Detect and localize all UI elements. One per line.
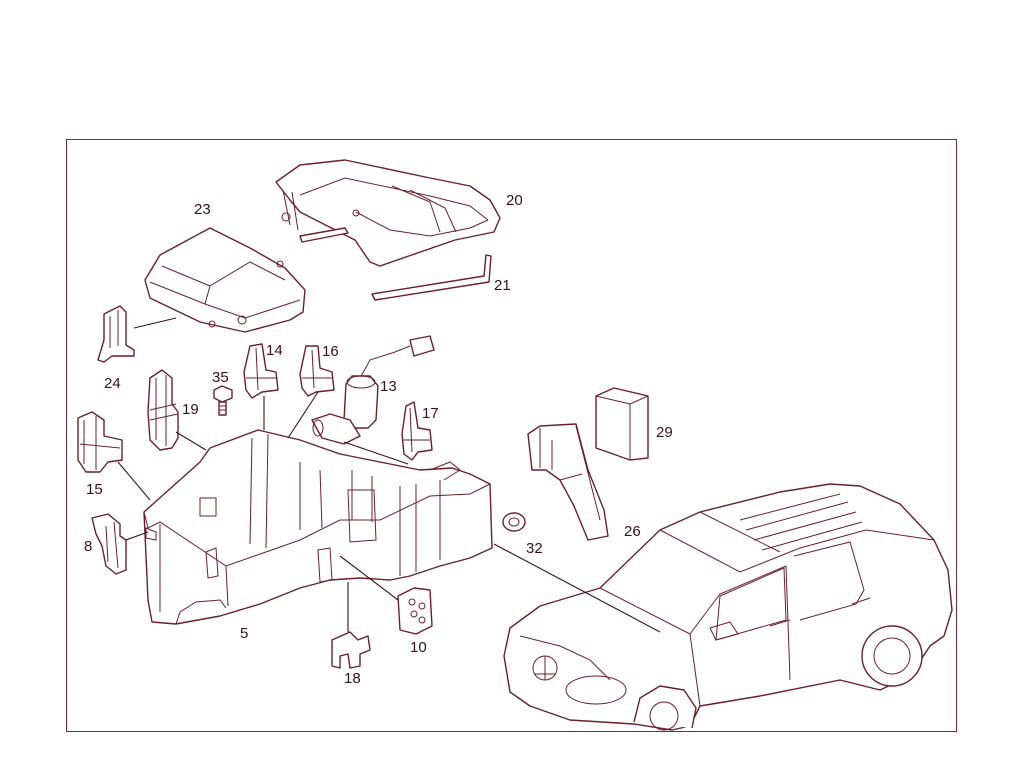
callout-32: 32 [526, 540, 543, 557]
part-13-pump [311, 335, 435, 445]
callout-24: 24 [104, 375, 121, 392]
callout-21: 21 [494, 277, 511, 294]
diagram-frame [66, 139, 957, 732]
vehicle-outline [503, 483, 953, 731]
part-23-fuse-box-lid [144, 227, 306, 333]
part-18-bracket [331, 631, 371, 669]
callout-26: 26 [624, 523, 641, 540]
callout-23: 23 [194, 201, 211, 218]
callout-20: 20 [506, 192, 523, 209]
callout-17: 17 [422, 405, 439, 422]
part-19-relay-holder [147, 369, 179, 451]
part-16-bracket [299, 345, 335, 397]
part-24-clip [97, 305, 135, 363]
part-14-bracket [243, 343, 279, 399]
callout-19: 19 [182, 401, 199, 418]
callout-numbers: 20 21 23 24 14 16 13 35 19 17 15 8 5 10 … [84, 192, 673, 687]
callout-14: 14 [266, 342, 283, 359]
callout-8: 8 [84, 538, 92, 555]
callout-13: 13 [380, 378, 397, 395]
part-21-seal-strip [299, 227, 492, 301]
callout-29: 29 [656, 424, 673, 441]
part-15-relay-holder [77, 411, 123, 473]
part-32-grommet [502, 512, 526, 532]
part-35-bolt [213, 385, 233, 416]
part-8-clip [91, 513, 127, 575]
callout-18: 18 [344, 670, 361, 687]
callout-35: 35 [212, 369, 229, 386]
callout-10: 10 [410, 639, 427, 656]
callout-16: 16 [322, 343, 339, 360]
part-17-bracket [401, 401, 433, 461]
callout-5: 5 [240, 625, 248, 642]
part-20-upper-cover [275, 159, 501, 267]
part-10-connector [397, 587, 433, 635]
part-5-fuse-box-housing [143, 429, 493, 625]
part-29-relay [595, 387, 649, 461]
leader-lines [117, 317, 661, 633]
part-26-cover-strip [527, 423, 609, 541]
callout-15: 15 [86, 481, 103, 498]
